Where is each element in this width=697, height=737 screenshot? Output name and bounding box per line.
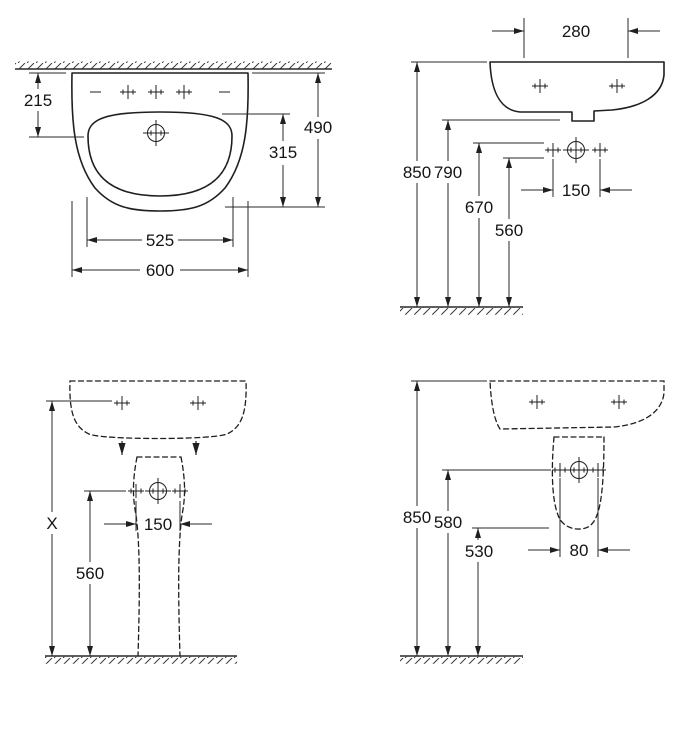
dim-label-215: 215 — [24, 91, 52, 110]
dim-label-670: 670 — [465, 198, 493, 217]
dimension-850-pedestal: 850 — [403, 380, 487, 656]
washbasin-outline-dashed — [69, 380, 247, 440]
side-view: 280 850 790 670 560 — [400, 18, 665, 315]
dim-label-560: 560 — [76, 564, 104, 583]
pedestal-side-view: 850 580 530 80 — [400, 380, 665, 664]
pedestal-front-view: X 560 150 — [45, 380, 247, 664]
pedestal-side-dashed — [132, 456, 140, 657]
dimension-850: 850 — [403, 61, 487, 307]
dimension-530: 530 — [465, 527, 549, 656]
dimension-150-side: 150 — [521, 159, 632, 200]
dimension-490: 490 — [225, 72, 332, 208]
tap-hole-marker — [147, 84, 165, 100]
washbasin-rim-outline — [71, 72, 249, 212]
wall-hatching — [15, 61, 332, 69]
dim-label-530: 530 — [465, 542, 493, 561]
dim-label-280: 280 — [562, 22, 590, 41]
tap-hole-marker — [175, 84, 193, 100]
dimension-600: 600 — [71, 201, 249, 280]
outlet-marker — [562, 136, 590, 164]
fixing-hole-marker — [113, 395, 131, 411]
dim-label-850: 850 — [403, 508, 431, 527]
dim-label-150: 150 — [144, 515, 172, 534]
dimension-670: 670 — [465, 142, 544, 307]
outlet-marker — [565, 456, 593, 484]
fixing-hole-marker — [189, 395, 207, 411]
fixing-hole-marker — [544, 142, 562, 158]
dim-label-525: 525 — [146, 231, 174, 250]
floor-hatching — [400, 307, 523, 315]
dim-label-560: 560 — [495, 221, 523, 240]
dim-label-600: 600 — [146, 261, 174, 280]
dimension-150-pedestal: 150 — [104, 501, 212, 534]
fixing-hole-marker — [551, 462, 569, 478]
overflow-marker — [610, 394, 628, 410]
tap-hole-marker — [531, 78, 549, 94]
dimension-560-pedestal: 560 — [76, 490, 126, 656]
dimension-525: 525 — [86, 197, 234, 250]
dimension-790: 790 — [434, 120, 462, 307]
dimension-315: 315 — [222, 113, 297, 207]
siphon-cover-outline-dashed — [551, 436, 605, 530]
dim-label-490: 490 — [304, 118, 332, 137]
bowl-outline — [87, 111, 233, 197]
dim-label-315: 315 — [269, 143, 297, 162]
dim-label-150: 150 — [562, 181, 590, 200]
floor-hatching — [400, 656, 523, 664]
dim-label-580: 580 — [434, 513, 462, 532]
dimension-580: 580 — [434, 469, 551, 656]
dim-label-x: X — [46, 514, 57, 533]
dimension-560-side: 560 — [495, 157, 544, 307]
tap-hole-marker — [528, 394, 546, 410]
dimension-280: 280 — [492, 18, 660, 58]
overflow-marker — [608, 78, 626, 94]
pedestal-side-dashed — [178, 456, 186, 657]
dim-label-80: 80 — [570, 541, 589, 560]
outlet-marker — [144, 477, 172, 505]
washbasin-side-outline-dashed — [489, 380, 665, 430]
plan-view: 215 490 315 525 — [15, 61, 332, 280]
dimension-80: 80 — [528, 478, 630, 560]
washbasin-side-outline — [489, 61, 665, 122]
drain-marker — [142, 119, 170, 147]
floor-hatching — [45, 656, 237, 664]
dimension-x: X — [46, 400, 112, 656]
dim-label-850: 850 — [403, 163, 431, 182]
fixing-hole-marker — [127, 483, 145, 499]
fixing-hole-marker — [171, 483, 189, 499]
tap-hole-marker — [119, 84, 137, 100]
fixing-hole-marker — [591, 142, 609, 158]
dim-label-790: 790 — [434, 163, 462, 182]
dimension-215: 215 — [24, 72, 84, 138]
